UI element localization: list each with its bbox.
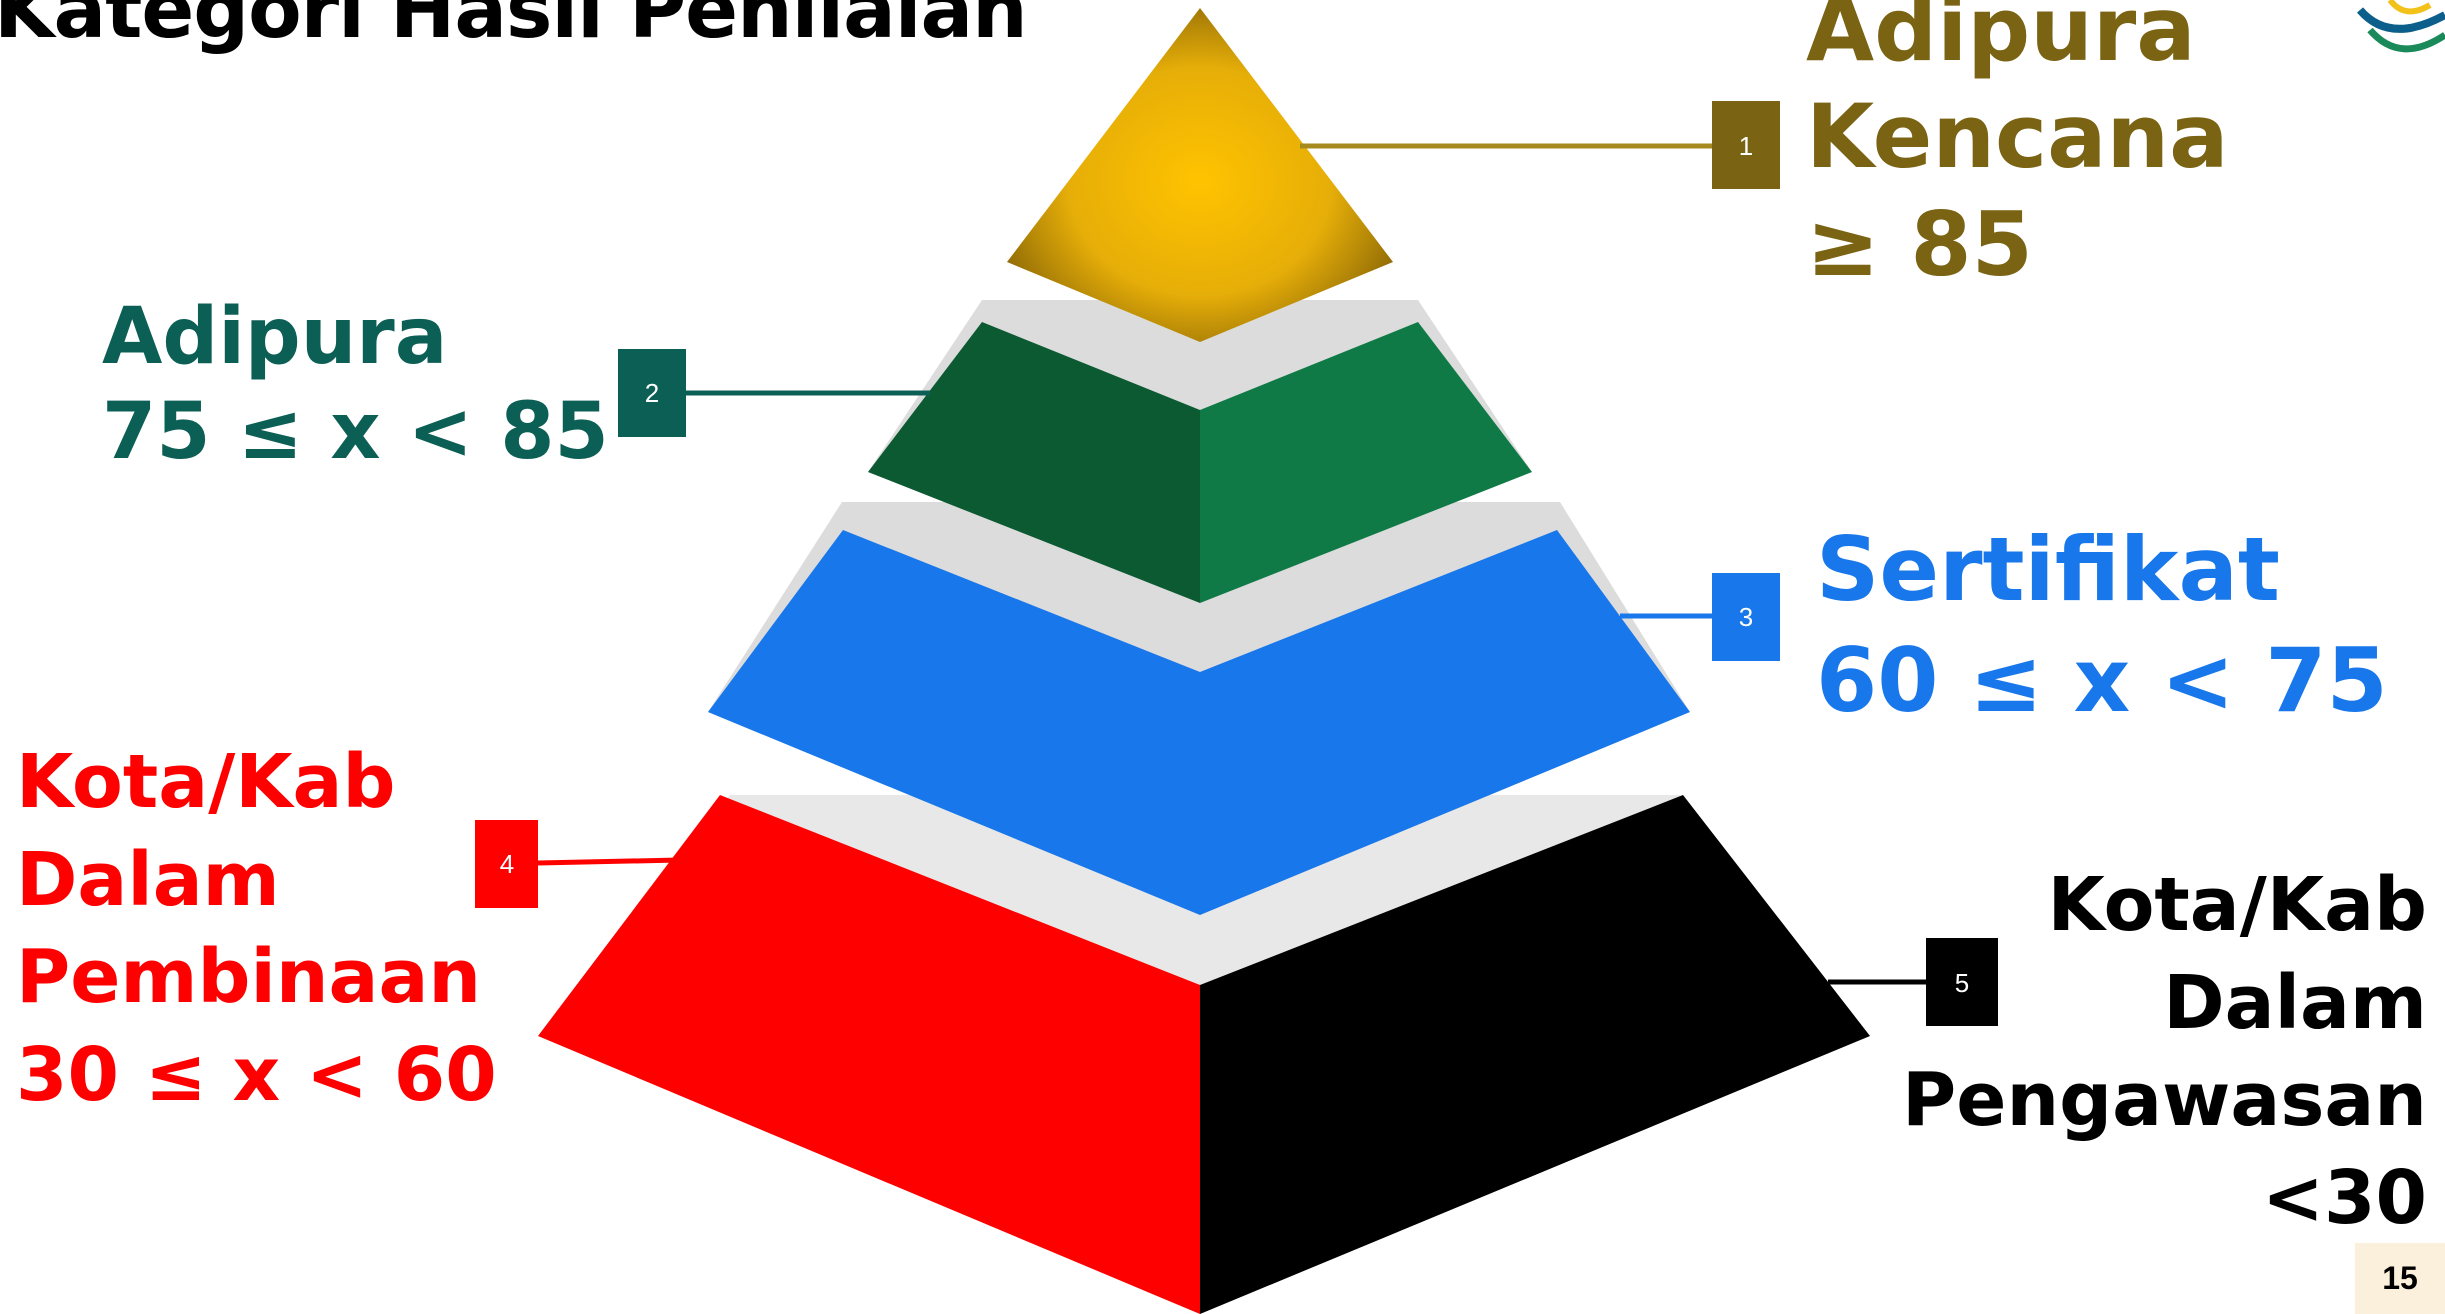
ministry-logo-icon (2356, 0, 2445, 53)
category-3-line-2: 60 ≤ x < 75 (1816, 628, 2388, 732)
category-5-line-1: Kota/Kab (2047, 862, 2427, 948)
number-badge-2: 2 (618, 349, 686, 437)
number-badge-4-text: 4 (500, 849, 514, 879)
pyramid-level-5-face (1200, 795, 1870, 1314)
category-1-line-3: ≥ 85 (1806, 192, 2033, 296)
category-3-label: Sertifikat 60 ≤ x < 75 (1816, 515, 2388, 737)
category-2-line-1: Adipura (102, 292, 448, 382)
category-4-line-2: Dalam (16, 836, 280, 923)
category-4-label: Kota/Kab Dalam Pembinaan 30 ≤ x < 60 (16, 734, 497, 1125)
category-2-label: Adipura 75 ≤ x < 85 (102, 290, 609, 480)
category-4-line-4: 30 ≤ x < 60 (16, 1032, 497, 1119)
number-badge-1-text: 1 (1739, 131, 1753, 161)
category-5-line-2: Dalam (2163, 959, 2427, 1046)
category-5-line-4: <30 (2262, 1155, 2427, 1242)
category-1-line-1: Adipura (1806, 0, 2196, 81)
category-3-line-1: Sertifikat (1816, 518, 2280, 621)
pyramid-level-3-face (708, 530, 1690, 915)
number-badge-5: 5 (1926, 938, 1998, 1026)
pyramid-level-2-right (1200, 322, 1532, 603)
number-badge-5-text: 5 (1955, 968, 1969, 998)
category-5-label: Kota/Kab Dalam Pengawasan <30 (1902, 857, 2427, 1248)
category-4-line-1: Kota/Kab (16, 739, 396, 825)
number-badge-1: 1 (1712, 101, 1780, 189)
pyramid-level-4-face (538, 795, 1200, 1314)
number-badge-3-text: 3 (1739, 602, 1753, 632)
category-2-line-2: 75 ≤ x < 85 (102, 387, 609, 478)
category-4-line-3: Pembinaan (16, 934, 482, 1021)
category-1-line-2: Kencana (1806, 85, 2229, 189)
pyramid-level-1 (1007, 8, 1393, 342)
category-1-label: Adipura Kencana ≥ 85 (1806, 0, 2229, 298)
number-badge-4: 4 (475, 820, 538, 908)
connector-line-4 (537, 857, 681, 866)
number-badge-2-text: 2 (645, 378, 659, 408)
pyramid-level-2-left (868, 322, 1200, 603)
number-badge-3: 3 (1712, 573, 1780, 661)
category-5-line-3: Pengawasan (1902, 1057, 2427, 1144)
page-title: Kategori Hasil Penilaian (0, 0, 1028, 56)
page-number: 15 (2355, 1243, 2445, 1314)
